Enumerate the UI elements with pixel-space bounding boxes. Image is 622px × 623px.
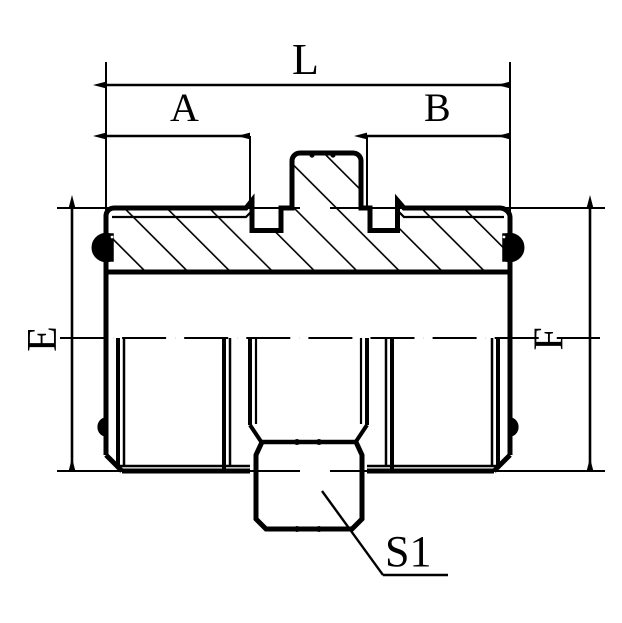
dimension-label-F: F [526,327,573,351]
left-nut-lower-outline [97,272,250,474]
upper-body-outline [103,150,513,275]
upper-section-hatch [106,153,510,272]
o-ring-seal-left [91,232,114,263]
s1-leader-line [321,490,448,577]
dimension-label-L: L [292,35,319,84]
dimension-A [93,132,251,208]
right-nut-lower-outline [367,272,519,474]
right-thread-crest-lines [396,209,504,219]
center-hex-nut [253,439,365,532]
dimension-B [354,132,510,208]
dimension-label-B: B [424,85,451,130]
left-hex-taper [248,338,264,445]
dimension-label-S1: S1 [385,527,432,576]
left-thread-crest-lines [112,209,254,219]
center-hex-top-marks [309,152,336,158]
o-ring-seal-right [502,232,525,263]
dimension-label-E: E [19,326,66,352]
right-hex-taper [353,338,369,445]
dimension-label-A: A [170,85,199,130]
